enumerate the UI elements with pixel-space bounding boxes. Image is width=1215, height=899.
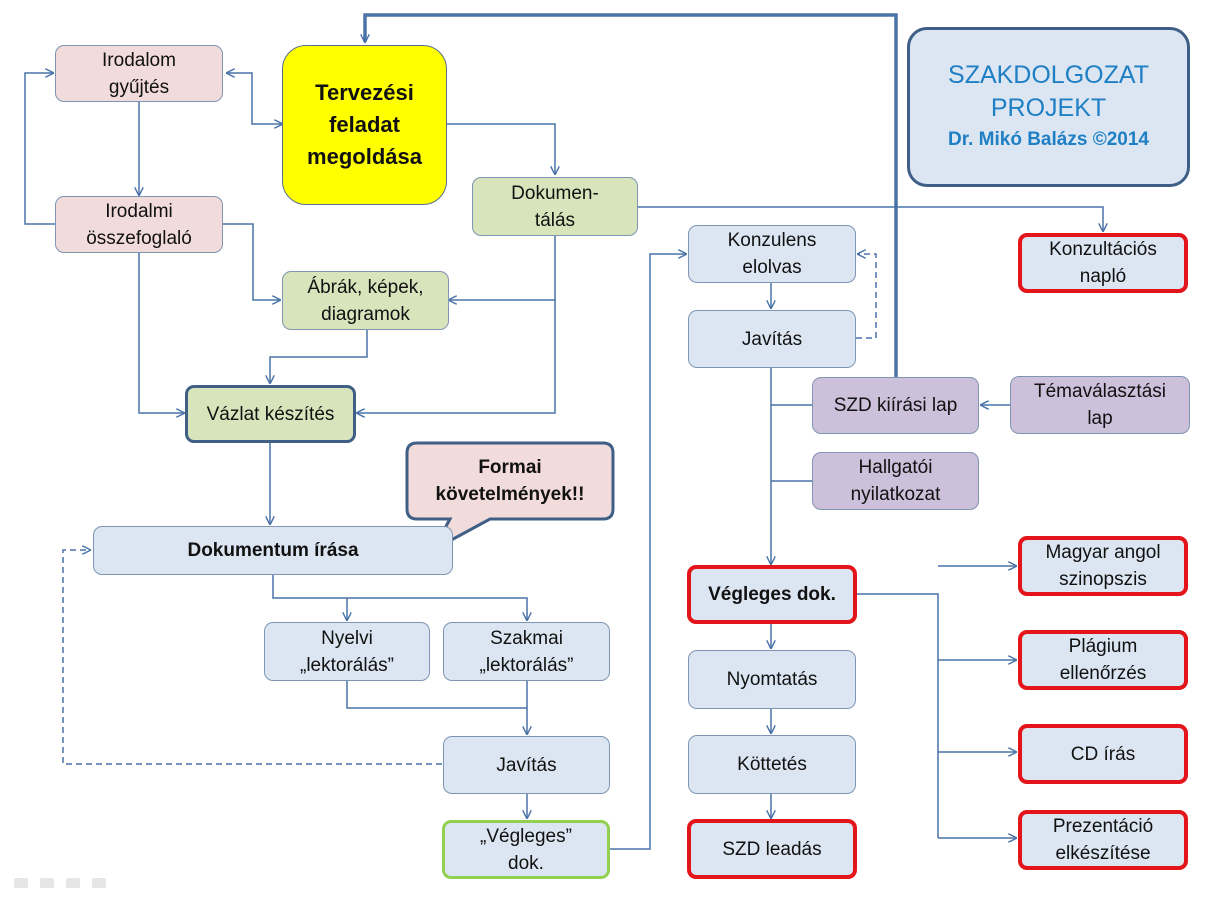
title-box: SZAKDOLGOZAT PROJEKT Dr. Mikó Balázs ©20… <box>907 27 1190 187</box>
node-dokumentum-irasa[interactable]: Dokumentum írása <box>93 526 453 575</box>
node-plagium-line-1: Plágium <box>1068 636 1138 657</box>
node-szakmai-lektoralas[interactable]: Szakmai „lektorálás” <box>443 622 610 681</box>
node-konzulens-line-1: Konzulens <box>727 230 817 251</box>
node-irodalom-gyujtes-line-2: gyűjtés <box>108 76 170 98</box>
node-osszefoglalo-line-2: összefoglaló <box>86 227 192 249</box>
node-nyomtatas-label: Nyomtatás <box>726 669 818 690</box>
node-kottetes-label: Köttetés <box>737 754 807 775</box>
node-plagium-line-2: ellenőrzés <box>1059 663 1147 684</box>
node-dokumentalas[interactable]: Dokumen- tálás <box>472 177 638 236</box>
node-vegleges-dok[interactable]: Végleges dok. <box>687 565 857 624</box>
node-osszefoglalo-line-1: Irodalmi <box>105 200 173 222</box>
node-cd-iras[interactable]: CD írás <box>1018 724 1188 784</box>
node-vegleges-quoted[interactable]: „Végleges” dok. <box>442 820 610 879</box>
node-vegleges-quoted-line-2: dok. <box>508 852 544 874</box>
node-nyelvi-lektoralas[interactable]: Nyelvi „lektorálás” <box>264 622 430 681</box>
node-konzulens-elolvas[interactable]: Konzulens elolvas <box>688 225 856 283</box>
edge-dokumentalas-vazlat <box>357 300 556 413</box>
node-szd-kiirasi-lap[interactable]: SZD kiírási lap <box>812 377 979 434</box>
node-tervezesi-line-3: megoldása <box>307 144 422 169</box>
node-cd-label: CD írás <box>1070 743 1136 765</box>
node-nyomtatas[interactable]: Nyomtatás <box>688 650 856 709</box>
node-javitas-left-label: Javítás <box>496 754 557 776</box>
edge-dokumentalas-abrak <box>449 236 556 300</box>
node-nyelvi-line-2: „lektorálás” <box>300 654 394 676</box>
edge-abrak-vazlat <box>270 330 368 383</box>
node-abrak-line-1: Ábrák, képek, <box>307 276 424 298</box>
node-javitas-left[interactable]: Javítás <box>443 736 610 794</box>
node-tema-line-1: Témaválasztási <box>1034 381 1166 402</box>
node-irodalom-gyujtes[interactable]: Irodalom gyűjtés <box>55 45 223 102</box>
edge-javitas-konzulens-dashed <box>856 254 877 339</box>
node-irodalom-gyujtes-line-1: Irodalom <box>102 49 176 71</box>
node-szinopszis-line-1: Magyar angol <box>1045 542 1161 563</box>
node-hallgatoi-nyilatkozat[interactable]: Hallgatói nyilatkozat <box>812 452 979 510</box>
node-konzulens-line-2: elolvas <box>742 257 802 278</box>
edge-lektoralas-javitas <box>346 681 527 734</box>
node-prezentacio-line-2: elkészítése <box>1055 843 1151 864</box>
edge-javitas-dokumentum-dashed <box>62 550 442 765</box>
node-tervezesi-line-1: Tervezési <box>315 80 414 105</box>
node-vazlat-label: Vázlat készítés <box>206 403 335 425</box>
edge-vegleges-konzulens <box>610 254 686 850</box>
node-plagium-ellenorzes[interactable]: Plágium ellenőrzés <box>1018 630 1188 690</box>
node-dokumentum-label: Dokumentum írása <box>187 540 359 561</box>
node-naplo-line-1: Konzultációs <box>1049 239 1157 260</box>
node-kottetes[interactable]: Köttetés <box>688 735 856 794</box>
node-szd-leadas-label: SZD leadás <box>722 838 822 860</box>
node-vegleges-dok-label: Végleges dok. <box>708 584 836 605</box>
slideshow-nav <box>14 878 106 888</box>
node-vazlat-keszites[interactable]: Vázlat készítés <box>185 385 356 443</box>
node-formai-line-1: Formai <box>478 457 542 478</box>
edge-dokumentalas-naplo <box>638 206 1103 231</box>
node-szinopszis-line-2: szinopszis <box>1059 569 1147 590</box>
node-szakmai-line-1: Szakmai <box>490 627 563 649</box>
edge-kiirasi-to-tervezesi <box>365 13 898 377</box>
node-konzultacios-naplo[interactable]: Konzultációs napló <box>1018 233 1188 293</box>
node-nyelvi-line-1: Nyelvi <box>321 627 373 649</box>
title-author: Dr. Mikó Balázs ©2014 <box>948 129 1149 150</box>
node-kiirasi-label: SZD kiírási lap <box>833 395 958 416</box>
edge-osszefoglalo-abrak <box>223 223 280 300</box>
title-line-1: SZAKDOLGOZAT <box>948 61 1149 89</box>
edge-osszefoglalo-gyujtes-loop <box>24 73 55 225</box>
title-line-2: PROJEKT <box>990 94 1107 122</box>
edge-dokumentum-lektoralas <box>272 575 527 620</box>
menu-icon[interactable] <box>66 878 80 888</box>
node-irodalmi-osszefoglalo[interactable]: Irodalmi összefoglaló <box>55 196 223 253</box>
node-naplo-line-2: napló <box>1079 266 1127 287</box>
next-arrow-icon[interactable] <box>92 878 106 888</box>
node-tema-line-2: lap <box>1087 408 1113 429</box>
edge-tervezesi-dokumentalas <box>447 123 555 174</box>
node-javitas-right[interactable]: Javítás <box>688 310 856 368</box>
node-prezentacio-line-1: Prezentáció <box>1052 816 1154 837</box>
pen-icon[interactable] <box>40 878 54 888</box>
node-szakmai-line-2: „lektorálás” <box>479 654 574 676</box>
node-formai-kovetelmenyek: Formai követelmények!! <box>410 446 610 516</box>
node-temavalasztasi-lap[interactable]: Témaválasztási lap <box>1010 376 1190 434</box>
node-abrak-kepek[interactable]: Ábrák, képek, diagramok <box>282 271 449 330</box>
edge-irodalom-tervezesi <box>227 73 282 124</box>
node-tervezesi-feladat[interactable]: Tervezési feladat megoldása <box>282 45 447 205</box>
node-nyilatkozat-line-1: Hallgatói <box>858 457 933 478</box>
node-dokumentalas-line-1: Dokumen- <box>511 182 599 204</box>
node-dokumentalas-line-2: tálás <box>534 209 576 231</box>
node-prezentacio[interactable]: Prezentáció elkészítése <box>1018 810 1188 870</box>
node-szd-leadas[interactable]: SZD leadás <box>687 819 857 879</box>
edge-osszefoglalo-vazlat <box>138 253 184 413</box>
node-abrak-line-2: diagramok <box>321 303 410 325</box>
node-tervezesi-line-2: feladat <box>329 112 400 137</box>
node-vegleges-quoted-line-1: „Végleges” <box>480 825 572 847</box>
node-magyar-angol-szinopszis[interactable]: Magyar angol szinopszis <box>1018 536 1188 596</box>
node-javitas-right-label: Javítás <box>741 328 803 350</box>
callout-bubble <box>405 441 615 554</box>
node-nyilatkozat-line-2: nyilatkozat <box>850 484 941 505</box>
edge-vegleges-branch <box>857 593 939 838</box>
prev-arrow-icon[interactable] <box>14 878 28 888</box>
node-formai-line-2: követelmények!! <box>435 484 585 505</box>
